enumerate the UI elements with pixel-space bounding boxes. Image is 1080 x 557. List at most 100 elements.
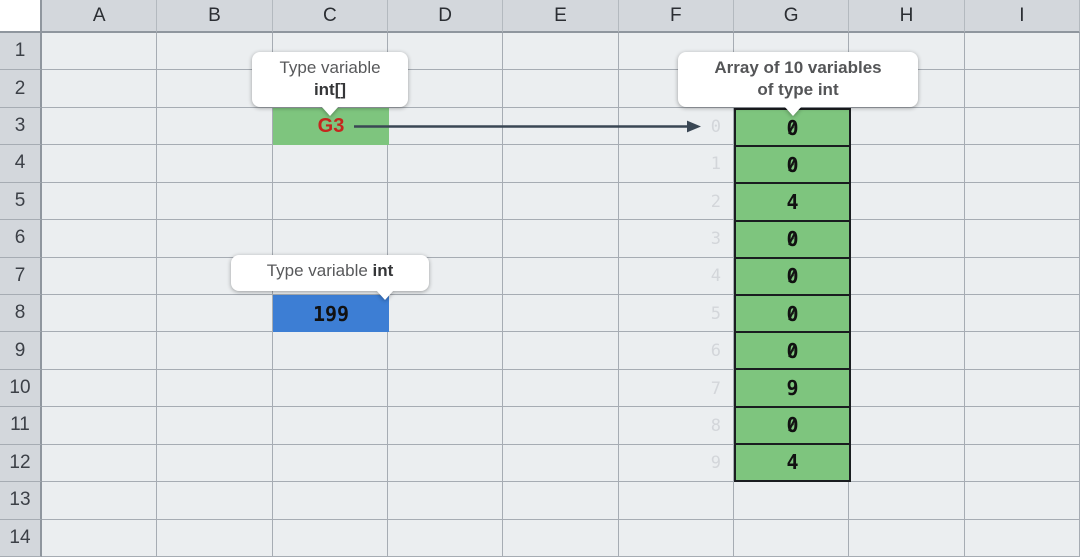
grid-cell-i14[interactable] (964, 519, 1080, 557)
array-cell-3[interactable]: 0 (736, 221, 849, 259)
grid-cell-f8[interactable] (618, 294, 734, 333)
grid-cell-i6[interactable] (964, 220, 1080, 258)
grid-cell-g14[interactable] (734, 519, 850, 557)
grid-cell-e10[interactable] (503, 369, 619, 408)
grid-cell-i4[interactable] (964, 145, 1080, 183)
grid-cell-a4[interactable] (42, 145, 158, 183)
grid-cell-c14[interactable] (272, 519, 388, 557)
grid-cell-i5[interactable] (964, 182, 1080, 221)
grid-cell-c13[interactable] (272, 482, 388, 520)
grid-cell-f13[interactable] (618, 482, 734, 520)
grid-cell-h10[interactable] (849, 369, 965, 408)
grid-cell-e8[interactable] (503, 294, 619, 333)
grid-cell-c10[interactable] (272, 369, 388, 408)
grid-cell-d10[interactable] (388, 369, 504, 408)
row-header-6[interactable]: 6 (0, 220, 42, 258)
row-header-2[interactable]: 2 (0, 70, 42, 108)
row-header-8[interactable]: 8 (0, 294, 42, 333)
array-cell-7[interactable]: 9 (736, 370, 849, 408)
array-cell-5[interactable]: 0 (736, 296, 849, 334)
array-cell-1[interactable]: 0 (736, 147, 849, 185)
grid-cell-b13[interactable] (157, 482, 273, 520)
grid-cell-i2[interactable] (964, 70, 1080, 108)
col-header-c[interactable]: C (272, 0, 388, 33)
row-header-1[interactable]: 1 (0, 33, 42, 71)
col-header-i[interactable]: I (964, 0, 1080, 33)
grid-cell-b11[interactable] (157, 407, 273, 445)
grid-cell-a6[interactable] (42, 220, 158, 258)
array-cell-6[interactable]: 0 (736, 333, 849, 371)
grid-cell-i12[interactable] (964, 444, 1080, 483)
grid-cell-b5[interactable] (157, 182, 273, 221)
grid-cell-c4[interactable] (272, 145, 388, 183)
grid-cell-f6[interactable] (618, 220, 734, 258)
grid-cell-i8[interactable] (964, 294, 1080, 333)
grid-cell-h7[interactable] (849, 257, 965, 295)
grid-cell-a13[interactable] (42, 482, 158, 520)
row-header-13[interactable]: 13 (0, 482, 42, 520)
grid-cell-a7[interactable] (42, 257, 158, 295)
col-header-d[interactable]: D (388, 0, 504, 33)
array-cell-8[interactable]: 0 (736, 407, 849, 445)
row-header-11[interactable]: 11 (0, 407, 42, 445)
grid-cell-e3[interactable] (503, 107, 619, 146)
grid-cell-i11[interactable] (964, 407, 1080, 445)
int-variable-cell[interactable]: 199 (273, 295, 389, 332)
grid-cell-a11[interactable] (42, 407, 158, 445)
grid-cell-i10[interactable] (964, 369, 1080, 408)
grid-cell-d4[interactable] (388, 145, 504, 183)
grid-cell-i13[interactable] (964, 482, 1080, 520)
grid-cell-b3[interactable] (157, 107, 273, 146)
grid-cell-h13[interactable] (849, 482, 965, 520)
grid-cell-e11[interactable] (503, 407, 619, 445)
grid-cell-a12[interactable] (42, 444, 158, 483)
array-cell-2[interactable]: 4 (736, 184, 849, 222)
grid-cell-h9[interactable] (849, 332, 965, 370)
grid-cell-a1[interactable] (42, 33, 158, 71)
grid-cell-e7[interactable] (503, 257, 619, 295)
grid-cell-e6[interactable] (503, 220, 619, 258)
grid-cell-e1[interactable] (503, 33, 619, 71)
grid-cell-d5[interactable] (388, 182, 504, 221)
grid-cell-b9[interactable] (157, 332, 273, 370)
grid-cell-e13[interactable] (503, 482, 619, 520)
grid-cell-b4[interactable] (157, 145, 273, 183)
grid-cell-e4[interactable] (503, 145, 619, 183)
grid-cell-a5[interactable] (42, 182, 158, 221)
grid-cell-a14[interactable] (42, 519, 158, 557)
grid-cell-c6[interactable] (272, 220, 388, 258)
grid-cell-h6[interactable] (849, 220, 965, 258)
grid-cell-d9[interactable] (388, 332, 504, 370)
row-header-14[interactable]: 14 (0, 519, 42, 557)
col-header-g[interactable]: G (734, 0, 850, 33)
grid-cell-i7[interactable] (964, 257, 1080, 295)
grid-cell-a3[interactable] (42, 107, 158, 146)
grid-cell-f10[interactable] (618, 369, 734, 408)
col-header-a[interactable]: A (42, 0, 158, 33)
grid-cell-f11[interactable] (618, 407, 734, 445)
grid-cell-f12[interactable] (618, 444, 734, 483)
col-header-e[interactable]: E (503, 0, 619, 33)
grid-cell-c5[interactable] (272, 182, 388, 221)
grid-cell-i3[interactable] (964, 107, 1080, 146)
grid-cell-d14[interactable] (388, 519, 504, 557)
col-header-h[interactable]: H (849, 0, 965, 33)
grid-cell-e12[interactable] (503, 444, 619, 483)
grid-cell-d8[interactable] (388, 294, 504, 333)
array-cell-9[interactable]: 4 (736, 444, 849, 481)
grid-cell-d13[interactable] (388, 482, 504, 520)
grid-cell-f4[interactable] (618, 145, 734, 183)
grid-cell-b6[interactable] (157, 220, 273, 258)
grid-cell-h3[interactable] (849, 107, 965, 146)
array-cell-0[interactable]: 0 (736, 110, 849, 148)
row-header-5[interactable]: 5 (0, 182, 42, 221)
grid-cell-e5[interactable] (503, 182, 619, 221)
grid-cell-b10[interactable] (157, 369, 273, 408)
grid-cell-a10[interactable] (42, 369, 158, 408)
grid-cell-b12[interactable] (157, 444, 273, 483)
grid-cell-e2[interactable] (503, 70, 619, 108)
grid-cell-i1[interactable] (964, 33, 1080, 71)
corner-cell[interactable] (0, 0, 42, 33)
grid-cell-e9[interactable] (503, 332, 619, 370)
grid-cell-f7[interactable] (618, 257, 734, 295)
